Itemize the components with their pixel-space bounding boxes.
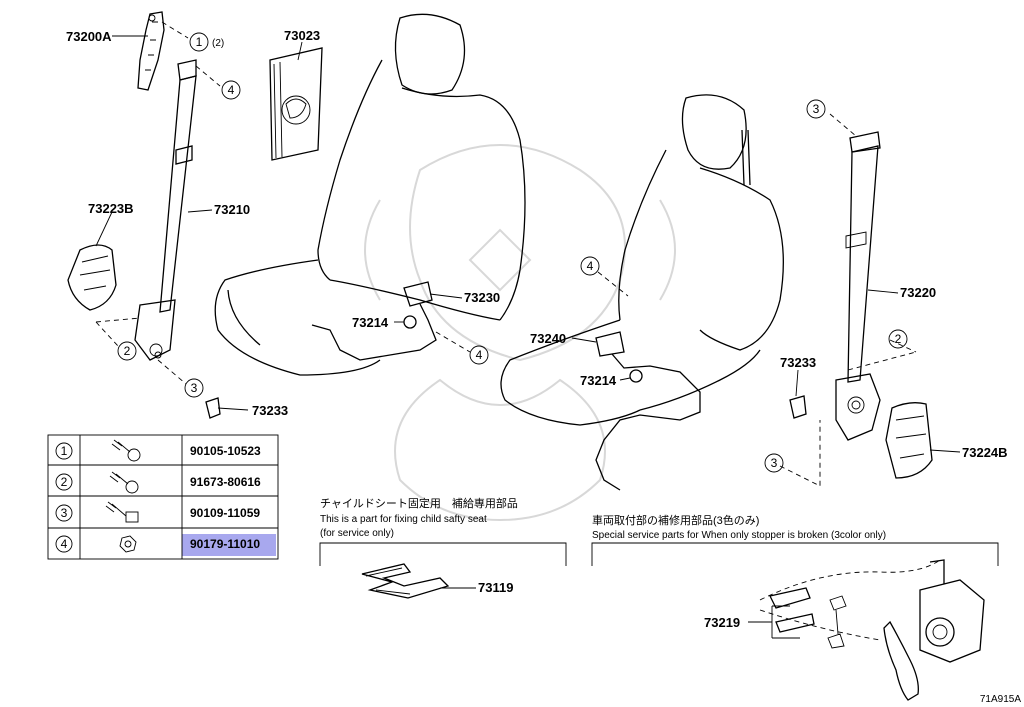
part-73240-buckle xyxy=(595,331,701,491)
part-73223B-retractor-cover xyxy=(67,244,117,311)
ref-callout-3-bottom-right[interactable]: 3 xyxy=(764,453,784,473)
svg-text:4: 4 xyxy=(587,259,594,273)
diagram-id: 71A915A xyxy=(980,694,1021,705)
part-label-73023[interactable]: 73023 xyxy=(284,28,320,43)
ref-callout-2-left[interactable]: 2 xyxy=(117,341,137,361)
nut-icon xyxy=(119,535,137,553)
svg-text:4: 4 xyxy=(61,537,68,551)
fastener-part-number[interactable]: 90109-11059 xyxy=(190,506,260,520)
ref-callout-4-buckle[interactable]: 4 xyxy=(469,345,489,365)
child-seat-note: チャイルドシート固定用 補給専用部品 This is a part for fi… xyxy=(319,496,567,599)
part-label-73210[interactable]: 73210 xyxy=(214,202,250,217)
svg-text:2: 2 xyxy=(124,344,131,358)
part-73224B-retractor-cover xyxy=(885,402,933,479)
part-73119-bracket xyxy=(361,563,450,599)
part-73220-front-seat-belt xyxy=(835,131,881,441)
fastener-row-1[interactable]: 1 90105-10523 xyxy=(55,439,261,462)
ref-callout-2-right[interactable]: 2 xyxy=(888,329,908,349)
child-seat-note-en-line2: (for service only) xyxy=(320,528,394,539)
part-73023-cover xyxy=(269,47,323,161)
part-number-labels: 73200A 73023 73223B 73210 73233 73230 73… xyxy=(66,28,1008,630)
svg-text:2: 2 xyxy=(61,475,68,489)
part-label-73220[interactable]: 73220 xyxy=(900,285,936,300)
svg-text:3: 3 xyxy=(191,381,198,395)
svg-text:2: 2 xyxy=(895,332,902,346)
part-73210-front-seat-belt xyxy=(134,59,197,361)
child-seat-note-jp: チャイルドシート固定用 補給専用部品 xyxy=(320,496,518,510)
part-label-73224B[interactable]: 73224B xyxy=(962,445,1008,460)
reference-leader-lines xyxy=(95,21,917,487)
reference-callouts: 1 (2) 4 2 3 4 4 3 2 xyxy=(117,32,908,473)
ref-callout-3-top-right[interactable]: 3 xyxy=(806,99,826,119)
svg-text:3: 3 xyxy=(813,102,820,116)
part-73200A-height-adjuster xyxy=(137,11,165,91)
part-label-73219[interactable]: 73219 xyxy=(704,615,740,630)
fastener-row-2[interactable]: 2 91673-80616 xyxy=(55,471,261,494)
part-label-73200A[interactable]: 73200A xyxy=(66,29,112,44)
svg-text:4: 4 xyxy=(476,348,483,362)
svg-text:1: 1 xyxy=(196,35,203,49)
svg-text:3: 3 xyxy=(771,456,778,470)
ref-1-quantity: (2) xyxy=(212,38,224,49)
svg-text:4: 4 xyxy=(228,83,235,97)
highlighted-part-cell xyxy=(182,534,276,556)
ref-callout-4-top[interactable]: 4 xyxy=(221,80,241,100)
part-label-73233-left[interactable]: 73233 xyxy=(252,403,288,418)
bolt-icon xyxy=(109,471,139,494)
fastener-row-4[interactable]: 4 90179-11010 xyxy=(55,535,260,553)
ref-callout-4-right[interactable]: 4 xyxy=(580,256,600,276)
front-seat-left-outline xyxy=(214,13,526,376)
part-73233-right-clip xyxy=(789,395,807,419)
child-seat-note-en-line1: This is a part for fixing child safty se… xyxy=(320,514,487,525)
part-label-73119[interactable]: 73119 xyxy=(478,580,513,595)
bolt-icon xyxy=(111,439,141,462)
svg-text:3: 3 xyxy=(61,506,68,520)
part-label-73240[interactable]: 73240 xyxy=(530,331,566,346)
part-label-73230[interactable]: 73230 xyxy=(464,290,500,305)
part-73233-left-clip xyxy=(205,397,221,419)
part-label-73233-right[interactable]: 73233 xyxy=(780,355,816,370)
fastener-table: 1 90105-10523 2 91673-80616 3 xyxy=(47,434,279,560)
front-seat-right-outline xyxy=(500,94,784,426)
part-label-73214-right[interactable]: 73214 xyxy=(580,373,617,388)
ref-callout-3-left[interactable]: 3 xyxy=(184,378,204,398)
stopper-note-jp: 車両取付部の補修用部品(3色のみ) xyxy=(592,513,759,527)
part-leader-lines xyxy=(95,35,961,639)
fastener-part-number[interactable]: 91673-80616 xyxy=(190,475,261,489)
fastener-part-number[interactable]: 90105-10523 xyxy=(190,444,261,458)
stopper-note-en: Special service parts for When only stop… xyxy=(592,530,886,541)
svg-text:1: 1 xyxy=(61,444,68,458)
bolt-icon xyxy=(105,501,139,523)
part-label-73214-left[interactable]: 73214 xyxy=(352,315,389,330)
part-label-73223B[interactable]: 73223B xyxy=(88,201,134,216)
fastener-row-3[interactable]: 3 90109-11059 xyxy=(55,501,260,523)
stopper-note: 車両取付部の補修用部品(3色のみ) Special service parts … xyxy=(591,513,999,701)
watermark-emblem xyxy=(364,144,676,522)
ref-callout-1[interactable]: 1 (2) xyxy=(189,32,224,52)
fastener-part-number[interactable]: 90179-11010 xyxy=(190,537,260,551)
part-73219-stopper-detail xyxy=(759,559,985,701)
